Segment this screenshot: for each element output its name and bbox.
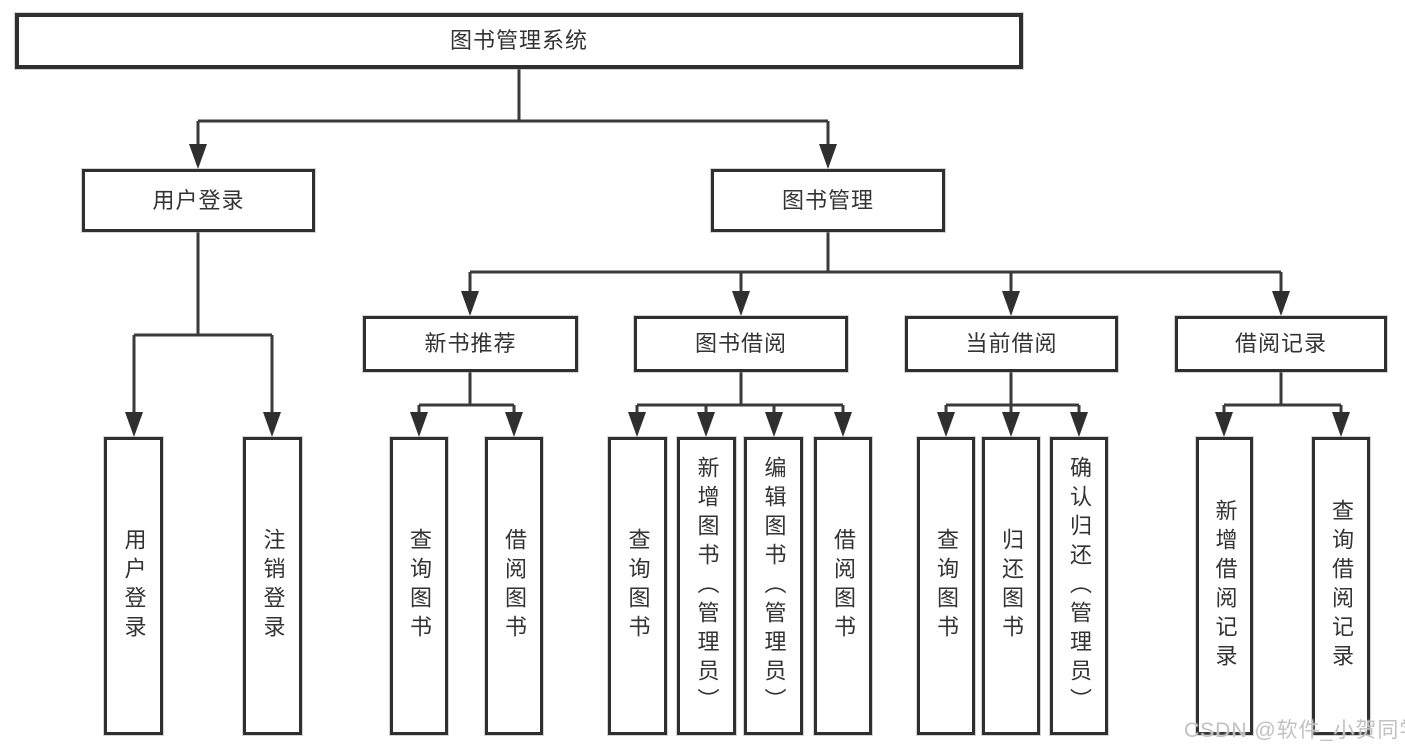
arrow-down-icon [125, 412, 143, 437]
leaf-user-login-label: 用户登录 [121, 528, 147, 644]
arrow-down-icon [263, 412, 281, 437]
arrow-down-icon [834, 412, 852, 437]
leaf-confirm-return-admin: 确认归还（管理员） [1050, 437, 1108, 735]
leaf-logout-label: 注销登录 [260, 528, 286, 644]
leaf-query-books-2-label: 查询图书 [625, 528, 651, 644]
connector-borrow-record [1222, 372, 1343, 414]
arrow-down-icon [505, 412, 523, 437]
arrow-down-icon [1272, 291, 1290, 316]
connector-book-borrow [635, 372, 845, 414]
leaf-add-borrow-record-label: 新增借阅记录 [1212, 499, 1238, 673]
connector-root [196, 69, 830, 146]
connector-user-login [132, 232, 274, 413]
leaf-return-book: 归还图书 [982, 437, 1040, 735]
node-user-login: 用户登录 [82, 169, 315, 232]
leaf-confirm-return-admin-label: 确认归还（管理员） [1067, 455, 1092, 717]
node-book-borrow-label: 图书借阅 [694, 331, 787, 356]
node-current-borrow-label: 当前借阅 [965, 331, 1058, 356]
arrow-down-icon [765, 412, 783, 437]
arrow-down-icon [410, 412, 428, 437]
leaf-query-books-1: 查询图书 [390, 437, 448, 735]
leaf-edit-book-admin-label: 编辑图书（管理员） [761, 455, 787, 717]
node-new-book-recommend-label: 新书推荐 [424, 331, 517, 356]
node-book-management-label: 图书管理 [781, 187, 874, 213]
arrow-down-icon [1002, 412, 1020, 437]
leaf-query-books-3: 查询图书 [917, 437, 975, 735]
leaf-query-books-2: 查询图书 [608, 437, 667, 735]
node-current-borrow: 当前借阅 [905, 316, 1118, 372]
arrow-down-icon [1070, 412, 1088, 437]
node-borrow-record-label: 借阅记录 [1234, 331, 1327, 356]
leaf-add-book-admin-label: 新增图书（管理员） [694, 455, 720, 717]
arrow-down-icon [732, 291, 750, 316]
leaf-query-books-1-label: 查询图书 [407, 528, 432, 644]
node-user-login-label: 用户登录 [152, 187, 245, 213]
leaf-query-borrow-record-label: 查询借阅记录 [1329, 499, 1354, 673]
connector-new-book [417, 372, 516, 414]
connector-book-management [468, 232, 1283, 293]
leaf-borrow-books-2: 借阅图书 [814, 437, 872, 735]
leaf-edit-book-admin: 编辑图书（管理员） [744, 437, 803, 735]
node-book-borrow: 图书借阅 [634, 316, 848, 372]
node-library-management-system: 图书管理系统 [15, 13, 1023, 69]
leaf-query-borrow-record: 查询借阅记录 [1312, 437, 1370, 735]
arrow-down-icon [1332, 412, 1350, 437]
node-library-management-system-label: 图书管理系统 [449, 28, 588, 53]
leaf-user-login: 用户登录 [104, 437, 163, 735]
leaf-add-borrow-record: 新增借阅记录 [1196, 437, 1253, 735]
node-book-management: 图书管理 [711, 169, 945, 232]
arrow-down-icon [189, 144, 207, 169]
leaf-borrow-books-1-label: 借阅图书 [502, 528, 527, 644]
arrow-down-icon [937, 412, 955, 437]
leaf-borrow-books-1: 借阅图书 [485, 437, 543, 735]
leaf-query-books-3-label: 查询图书 [934, 528, 959, 644]
leaf-borrow-books-2-label: 借阅图书 [831, 528, 856, 644]
leaf-return-book-label: 归还图书 [999, 528, 1024, 644]
node-new-book-recommend: 新书推荐 [363, 316, 578, 372]
node-borrow-record: 借阅记录 [1175, 316, 1387, 372]
arrow-down-icon [628, 412, 646, 437]
csdn-watermark: CSDN @软件_小贺同学 [1184, 719, 1405, 742]
leaf-add-book-admin: 新增图书（管理员） [677, 437, 736, 735]
connector-current-borrow [944, 372, 1081, 414]
arrow-down-icon [461, 291, 479, 316]
leaf-logout: 注销登录 [243, 437, 302, 735]
arrow-down-icon [819, 144, 837, 169]
arrow-down-icon [697, 412, 715, 437]
arrow-down-icon [1002, 291, 1020, 316]
arrow-down-icon [1215, 412, 1233, 437]
